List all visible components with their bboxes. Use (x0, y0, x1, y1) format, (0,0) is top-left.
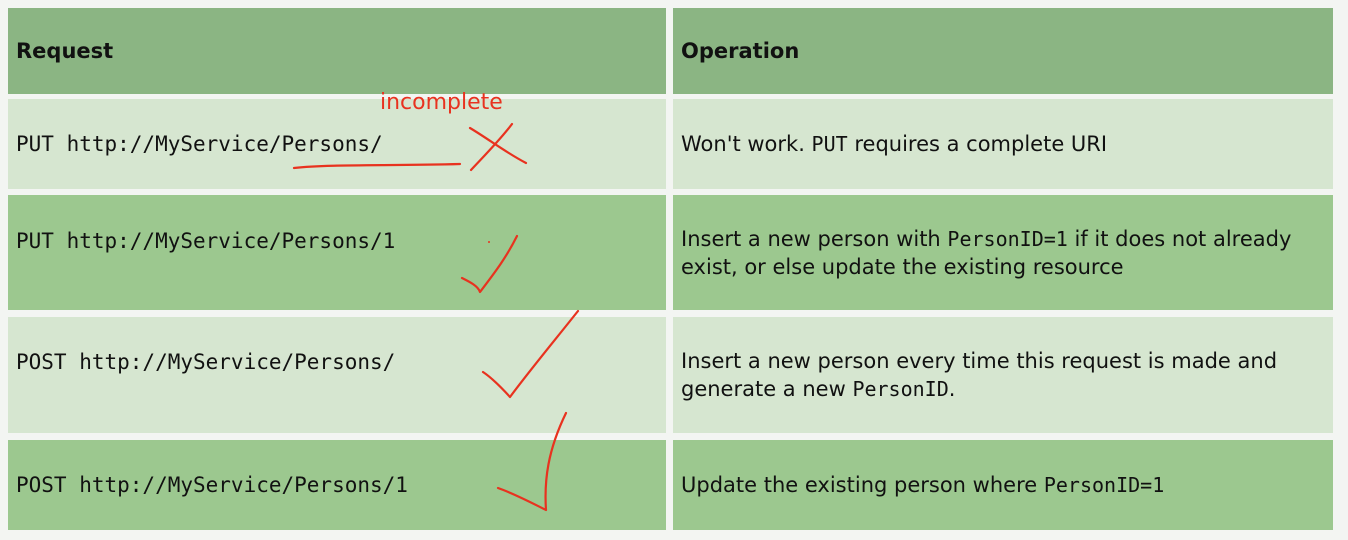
request-text: POST http://MyService/Persons/1 (16, 473, 408, 497)
operation-text: Insert a new person every time this requ… (681, 349, 1278, 401)
header-operation: Operation (673, 8, 1333, 94)
request-text: PUT http://MyService/Persons/1 (16, 228, 396, 253)
operation-text: Won't work. PUT requires a complete URI (681, 132, 1108, 156)
row-4-operation: Update the existing person where PersonI… (673, 440, 1333, 530)
header-operation-label: Operation (681, 39, 800, 63)
operation-text: Update the existing person where PersonI… (681, 473, 1165, 497)
row-2-operation: Insert a new person with PersonID=1 if i… (673, 195, 1333, 310)
row-2-request: PUT http://MyService/Persons/1 (8, 195, 666, 310)
row-3-operation: Insert a new person every time this requ… (673, 317, 1333, 433)
header-request: Request (8, 8, 666, 94)
header-request-label: Request (16, 39, 114, 63)
operation-text: Insert a new person with PersonID=1 if i… (681, 226, 1292, 279)
row-1-operation: Won't work. PUT requires a complete URI (673, 99, 1333, 189)
request-text: POST http://MyService/Persons/ (16, 350, 396, 374)
incomplete-annotation: incomplete (380, 90, 503, 115)
row-1-request: PUT http://MyService/Persons/ (8, 99, 666, 189)
request-text: PUT http://MyService/Persons/ (16, 132, 383, 156)
row-3-request: POST http://MyService/Persons/ (8, 317, 666, 433)
row-4-request: POST http://MyService/Persons/1 (8, 440, 666, 530)
